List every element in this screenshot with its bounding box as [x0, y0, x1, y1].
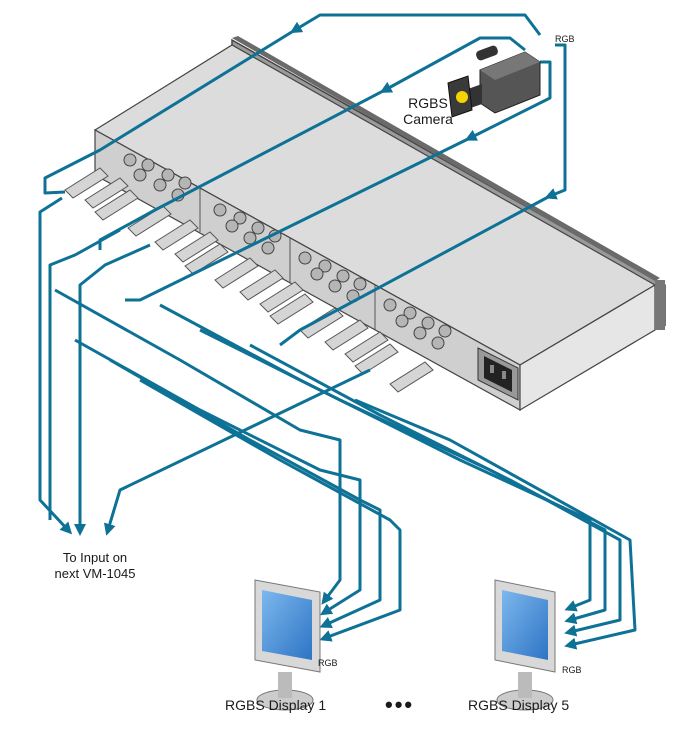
camera-label-line2: Camera — [403, 111, 453, 127]
display-1-connector-label: RGB — [318, 658, 338, 668]
output-label-line2: next VM-1045 — [54, 566, 136, 581]
ellipsis: ••• — [385, 692, 415, 717]
video-camera-icon — [447, 45, 541, 118]
bnc-plugs — [64, 167, 434, 393]
display-5-connector-label: RGB — [562, 665, 582, 675]
power-inlet-icon — [477, 347, 519, 401]
camera-label-line1: RGBS — [408, 95, 448, 111]
display-1-label: RGBS Display 1 — [225, 697, 327, 713]
monitor-icon — [254, 579, 321, 711]
cables — [38, 13, 637, 650]
monitor-icon — [494, 579, 556, 711]
vm-1045-device — [93, 36, 666, 412]
camera-label: RGBS Camera — [398, 95, 458, 127]
bnc-connector-icon — [123, 153, 452, 350]
display-5-label: RGBS Display 5 — [468, 697, 570, 713]
output-label-line1: To Input on — [62, 550, 128, 565]
camera-connector-label: RGB — [555, 34, 575, 44]
output-label: To Input on next VM-1045 — [40, 550, 150, 582]
